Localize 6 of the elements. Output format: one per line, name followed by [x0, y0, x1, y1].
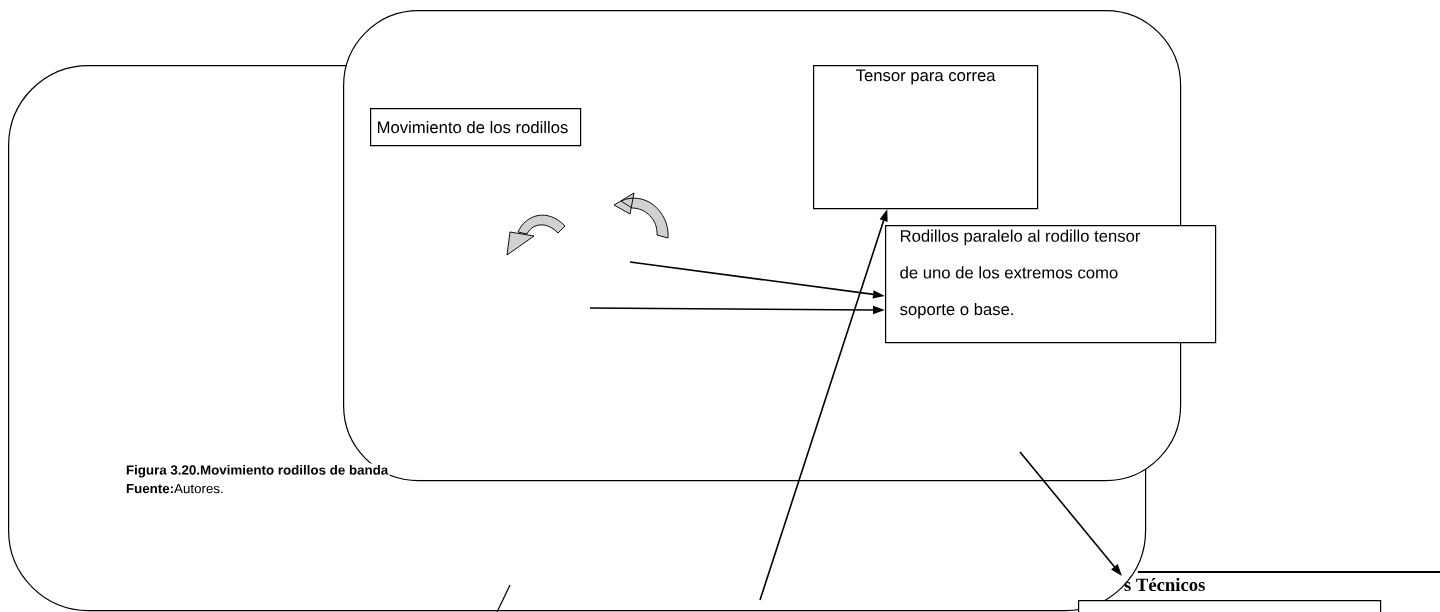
heading-text: s Técnicos — [1124, 570, 1440, 592]
text-box: Movimiento de los rodillos — [370, 108, 582, 147]
text-box: Tensor para correa — [813, 65, 1039, 210]
text-box: Rodillos paralelo al rodillo tensor de uno de los extremos como soporte o base. — [885, 225, 1217, 344]
source-note: Fuente:Autores. — [126, 483, 223, 494]
empty-box — [1078, 600, 1382, 612]
